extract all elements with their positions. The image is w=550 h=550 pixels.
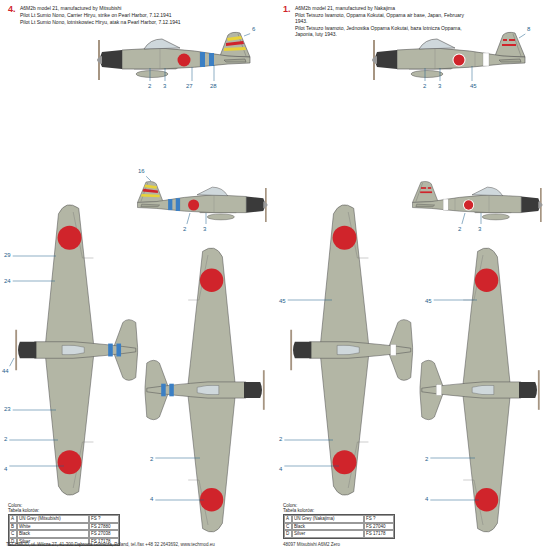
leader-line bbox=[9, 466, 64, 467]
table-cell: UN Grey (Mitsubishi) bbox=[17, 515, 89, 523]
profile-heading: A6M2b model 21, manufactured by Nakajima bbox=[295, 6, 465, 12]
table-cell: C bbox=[9, 530, 17, 538]
leader-line bbox=[440, 68, 441, 81]
leader-line bbox=[430, 500, 479, 501]
callout-number: 2 bbox=[4, 436, 7, 443]
table-cell: FS 27040 bbox=[364, 523, 394, 531]
table-cell: UN Grey (Nakajima) bbox=[292, 515, 364, 523]
leader-line bbox=[13, 281, 55, 282]
leader-line bbox=[187, 213, 190, 224]
pilot-note: Pilot Lt Sumio Nono, lotniskowiec Hiryu,… bbox=[20, 20, 190, 26]
leader-line bbox=[146, 176, 151, 181]
table-cell: A bbox=[284, 515, 292, 523]
leader-line bbox=[10, 358, 14, 366]
pilot-note: Pilot Tetsuzo Iwamoto, Jednostka Oppama … bbox=[295, 26, 465, 38]
callout-number: 45 bbox=[425, 298, 432, 305]
callout-number: 45 bbox=[470, 83, 477, 90]
leader-line bbox=[462, 213, 465, 224]
callout-number: 4 bbox=[4, 466, 7, 473]
leader-line bbox=[519, 34, 525, 38]
manufacturer-address: TECHMOD, ul. Wilcza 27, 41-300 Dąbrowa G… bbox=[6, 542, 215, 547]
table-cell: FS ? bbox=[89, 515, 119, 523]
table-heading: Colors: bbox=[8, 503, 120, 508]
table-cell: D bbox=[284, 530, 292, 538]
table-cell: FS 27038 bbox=[89, 530, 119, 538]
color-table: Colors:Tabela kolorów:AUN Grey (Nakajima… bbox=[283, 503, 395, 539]
table-cell: C bbox=[284, 523, 292, 531]
color-table: Colors:Tabela kolorów:AUN Grey (Mitsubis… bbox=[8, 503, 120, 546]
table-cell: B bbox=[9, 523, 17, 531]
callout-number: 2 bbox=[279, 436, 282, 443]
leader-line bbox=[155, 458, 200, 459]
callout-number: 4 bbox=[279, 466, 282, 473]
callout-number: 3 bbox=[478, 226, 481, 233]
callout-number: 6 bbox=[252, 26, 255, 33]
callout-number: 24 bbox=[4, 278, 11, 285]
table-cell: FS 17178 bbox=[364, 530, 394, 538]
leader-line bbox=[150, 68, 151, 81]
table-heading: Tabela kolorów: bbox=[8, 508, 120, 513]
callout-number: 2 bbox=[148, 83, 151, 90]
leader-line bbox=[425, 68, 426, 81]
table-cell: White bbox=[17, 523, 89, 531]
leader-line bbox=[472, 66, 473, 81]
callout-number: 3 bbox=[438, 83, 441, 90]
leader-line bbox=[434, 300, 477, 301]
callout-number: 2 bbox=[183, 226, 186, 233]
table-heading: Tabela kolorów: bbox=[283, 508, 395, 513]
leader-line bbox=[155, 500, 204, 501]
leader-line bbox=[165, 68, 166, 81]
callout-number: 2 bbox=[423, 83, 426, 90]
callout-number: 23 bbox=[4, 406, 11, 413]
table-cell: Black bbox=[17, 530, 89, 538]
callout-number: 28 bbox=[210, 83, 217, 90]
callout-number: 2 bbox=[150, 456, 153, 463]
callout-number: 45 bbox=[279, 298, 286, 305]
leader-line bbox=[206, 213, 207, 224]
leader-line bbox=[284, 440, 333, 441]
callout-number: 2 bbox=[458, 226, 461, 233]
table-cell: A bbox=[9, 515, 17, 523]
pilot-note: Pilot Lt Sumio Nono, Carrier Hiryu, stri… bbox=[20, 13, 190, 19]
callout-number: 3 bbox=[203, 226, 206, 233]
table-cell: Black bbox=[292, 523, 364, 531]
table-heading: Colors: bbox=[283, 503, 395, 508]
callout-number: 4 bbox=[150, 496, 153, 503]
callout-number: 16 bbox=[138, 168, 145, 175]
callout-number: 44 bbox=[2, 368, 9, 375]
leader-line bbox=[244, 34, 250, 36]
pilot-note: Pilot Tetsuzo Iwamoto, Oppama Kokutai, O… bbox=[295, 13, 465, 25]
table-cell: FS 27880 bbox=[89, 523, 119, 531]
leader-line bbox=[13, 256, 56, 257]
leader-line bbox=[284, 466, 339, 467]
leader-line bbox=[430, 458, 475, 459]
color-grid: AUN Grey (Nakajima)FS ? CBlackFS 27040DSi… bbox=[283, 514, 395, 539]
leader-line bbox=[13, 410, 56, 411]
sheet-title: 48097 Mitsubishi A6M2 Zero bbox=[283, 542, 340, 547]
leader-line bbox=[192, 67, 193, 81]
callout-number: 27 bbox=[186, 83, 193, 90]
leader-line bbox=[481, 213, 482, 224]
marking-number: 1. bbox=[283, 4, 291, 14]
leader-line bbox=[214, 65, 215, 81]
table-cell: Silver bbox=[292, 530, 364, 538]
callout-number: 4 bbox=[425, 496, 428, 503]
color-grid: AUN Grey (Mitsubishi)FS ? BWhiteFS 27880C… bbox=[8, 514, 120, 546]
callout-number: 8 bbox=[527, 26, 530, 33]
profile-heading: A6M2b model 21, manufactured by Mitsubis… bbox=[20, 6, 190, 12]
leader-line bbox=[288, 300, 332, 301]
marking-number: 4. bbox=[8, 4, 16, 14]
callout-number: 2 bbox=[425, 456, 428, 463]
leader-line bbox=[9, 440, 58, 441]
callout-number: 3 bbox=[163, 83, 166, 90]
callout-number: 29 bbox=[4, 252, 11, 259]
table-cell: FS ? bbox=[364, 515, 394, 523]
